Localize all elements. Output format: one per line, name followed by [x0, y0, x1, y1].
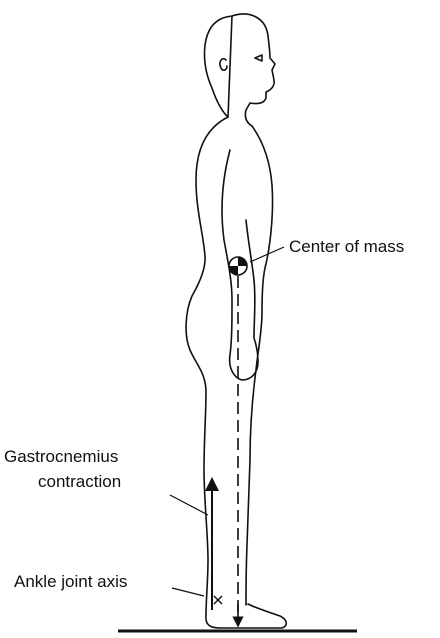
ankle-axis-marker	[214, 596, 222, 604]
gastrocnemius-label-line2: contraction	[38, 472, 121, 491]
inner-arm-outline	[246, 220, 254, 280]
ear-outline	[220, 59, 227, 70]
head-outline	[205, 14, 276, 126]
front-outline	[246, 126, 273, 605]
back-outline	[186, 117, 228, 628]
center-of-mass-label: Center of mass	[289, 237, 404, 256]
center-of-mass-marker	[229, 257, 247, 275]
human-figure	[186, 14, 286, 628]
gastrocnemius-label-line1: Gastrocnemius	[4, 447, 118, 466]
gastrocnemius-leader	[170, 495, 208, 515]
eye-icon	[255, 55, 262, 61]
foot-outline	[220, 604, 286, 628]
ankle-joint-axis-label: Ankle joint axis	[14, 572, 127, 591]
ankle-axis-leader	[172, 588, 204, 596]
